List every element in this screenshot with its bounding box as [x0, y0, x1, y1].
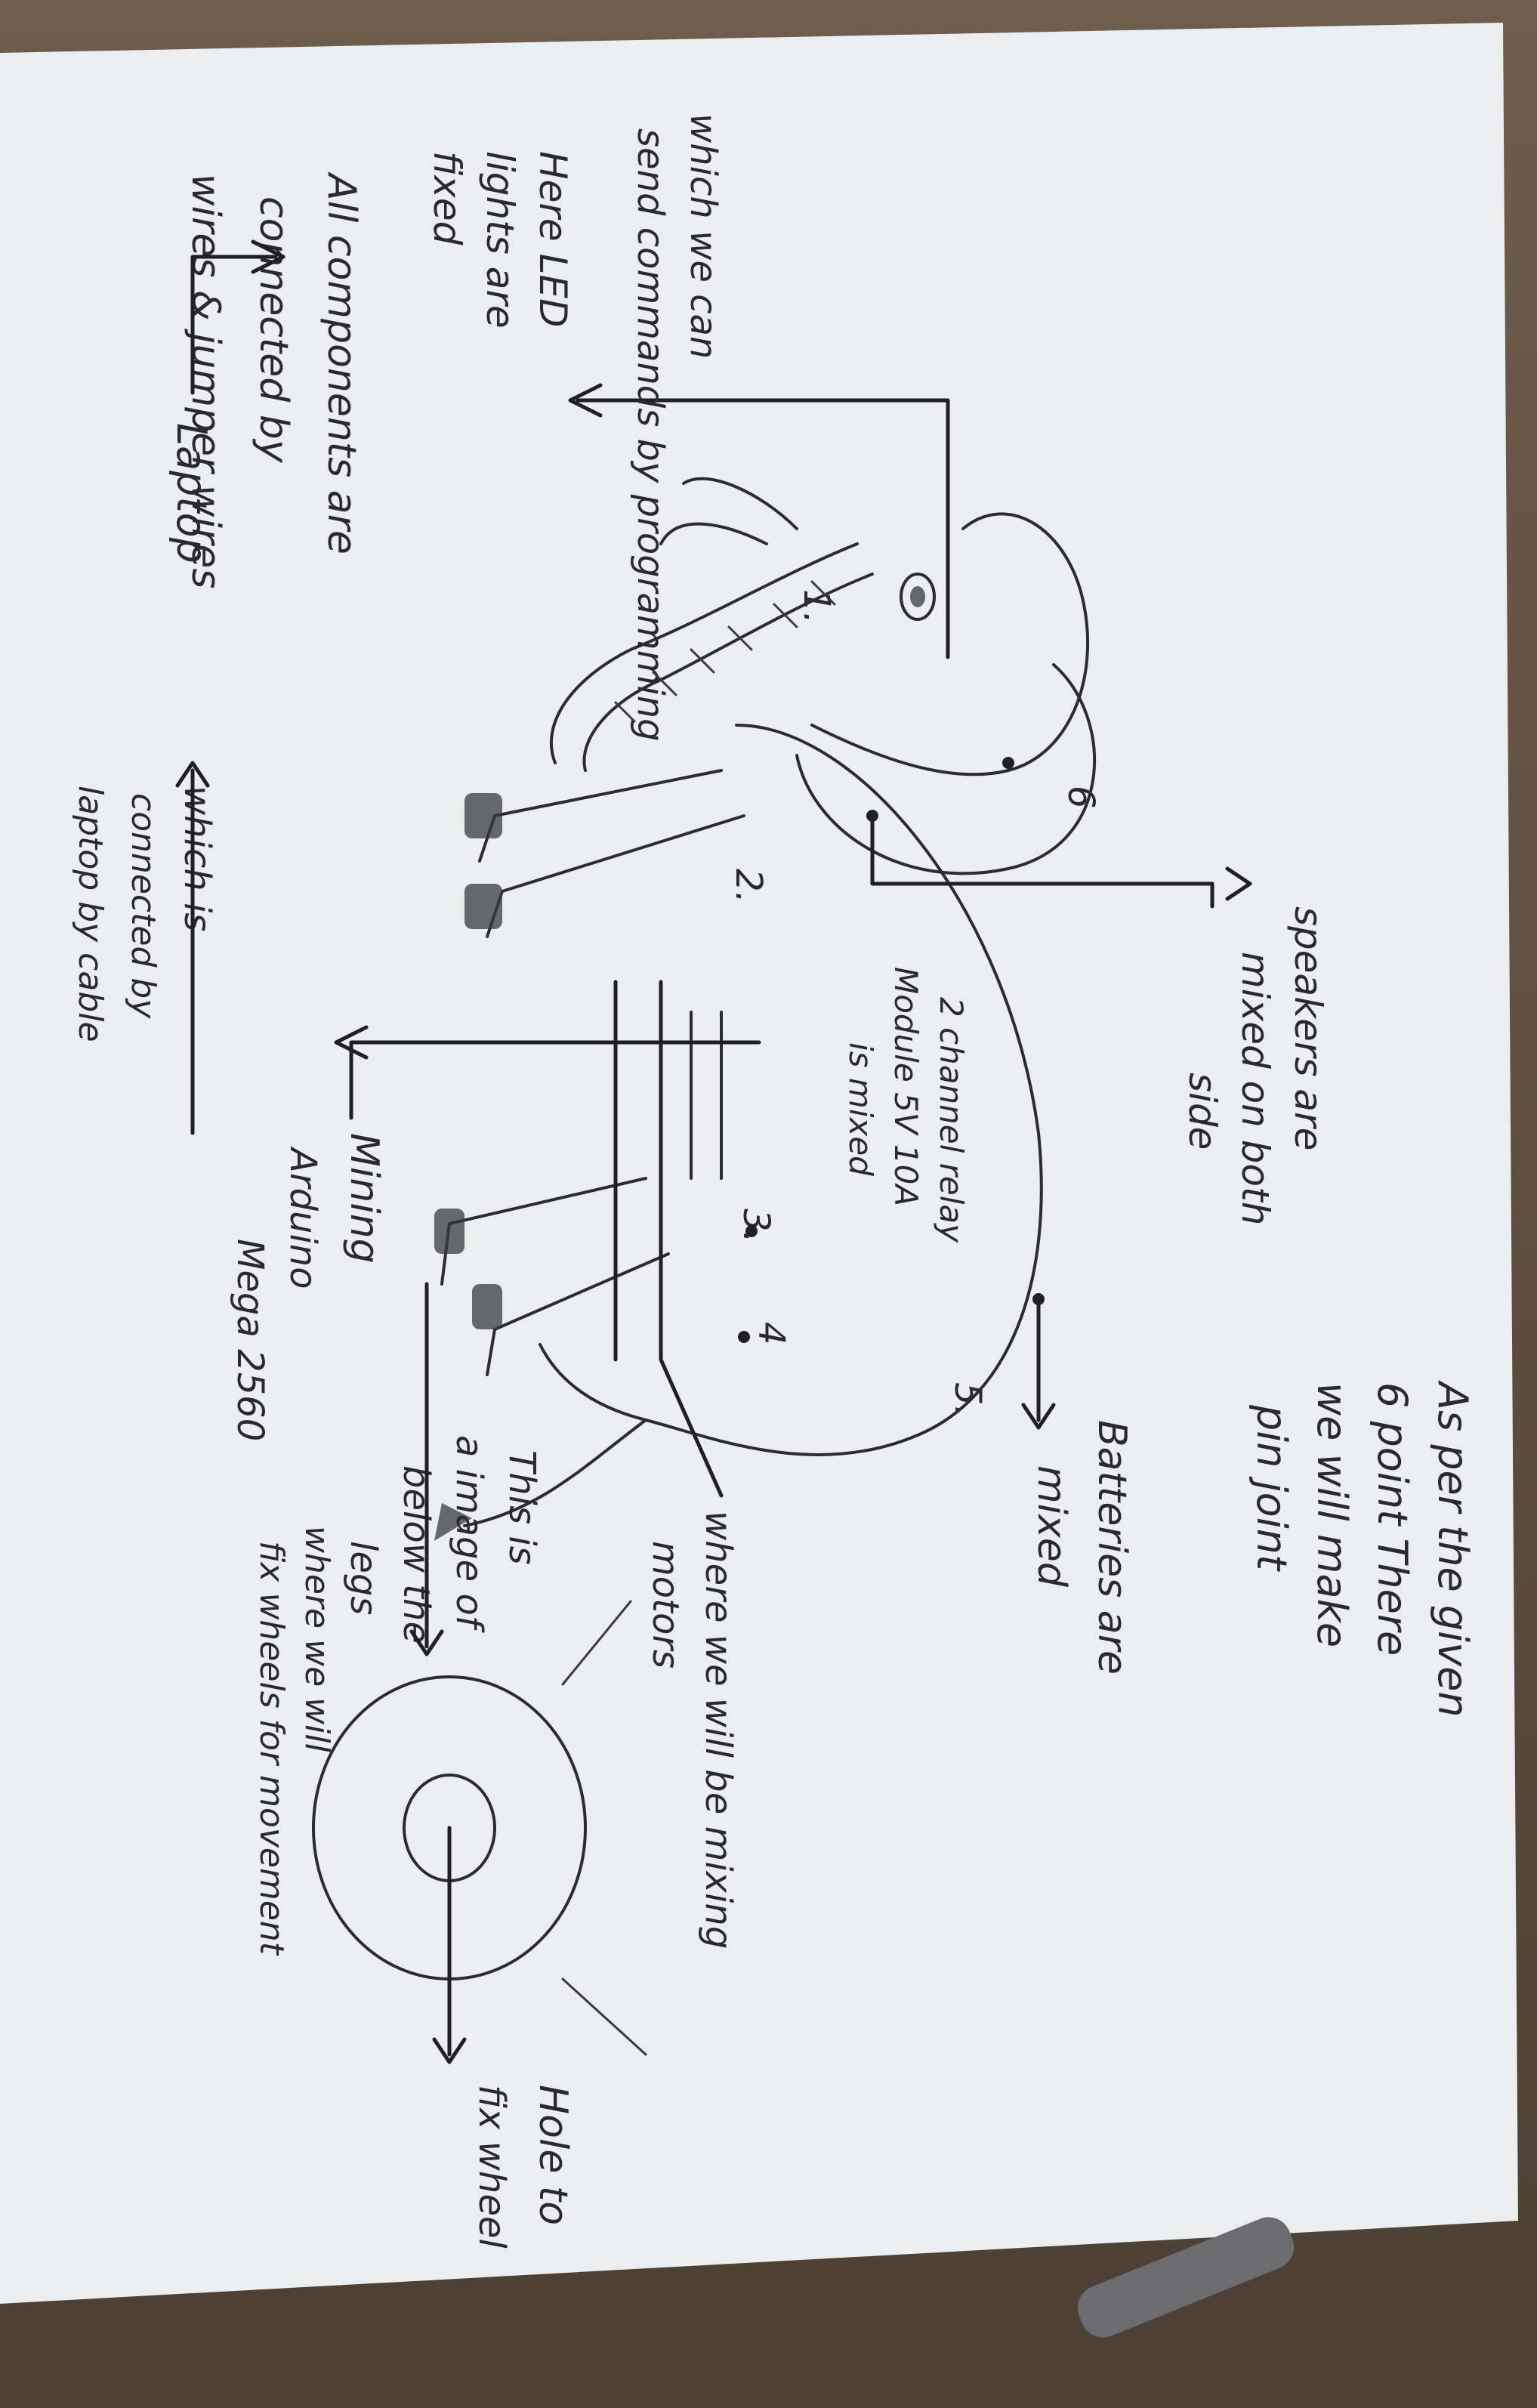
- wheels-note-line-6: fix wheels for movement: [252, 1541, 291, 1956]
- led-note: Here LED lights are fixed: [425, 151, 575, 329]
- elephant-head: [810, 512, 1090, 776]
- back-foot-1: [434, 1209, 464, 1254]
- batteries-arrow-head: [1021, 1403, 1056, 1430]
- motors-arrow: [659, 980, 724, 1498]
- arduino-connection-note-line-3: laptop by cable: [71, 786, 110, 1042]
- relay-note: 2 channel relay Module 5V 10A is mixed: [842, 967, 970, 1243]
- hole-note-line-1: Hole to: [530, 2085, 576, 2225]
- arduino-connection-note-line-2: connected by: [124, 793, 162, 1019]
- motors-note: where we will be mixing motors: [644, 1511, 739, 1949]
- intro-note: As per the given 6 point There we will m…: [1248, 1380, 1477, 1718]
- wheels-arrow-head: [409, 1629, 444, 1656]
- paper-background: [0, 23, 1518, 2304]
- motors-note-line-2: motors: [644, 1541, 687, 1669]
- point-5: 5.: [946, 1382, 989, 1417]
- elephant-ear: [795, 663, 1097, 875]
- components-note-line-1: All components are: [319, 171, 364, 554]
- wheels-note-line-3: below the: [395, 1465, 437, 1644]
- metal-clip: [1077, 2217, 1295, 2338]
- laptop-arrow: [190, 255, 278, 395]
- speakers-note-line-2: mixed on both: [1233, 952, 1277, 1225]
- elephant-trunk: [550, 542, 859, 764]
- led-arrow: [576, 398, 950, 659]
- point-4-dot: [738, 1331, 750, 1343]
- intro-note-line-2: 6 point There: [1369, 1382, 1416, 1656]
- arduino-connection-note-line-1: which is: [176, 786, 218, 931]
- speakers-note-line-1: speakers are: [1286, 906, 1330, 1150]
- relay-note-line-3: is mixed: [842, 1042, 879, 1176]
- laptop-note-line-2: send commands by programming: [629, 128, 671, 742]
- batteries-note: Batteries are mixed: [1029, 1420, 1134, 1675]
- back-foot-2: [472, 1284, 502, 1329]
- arduino-to-laptop-arrow-head: [175, 761, 210, 788]
- wheels-note-line-1: This is: [501, 1450, 543, 1565]
- point-3-dot: [745, 1225, 758, 1237]
- components-note-line-3: wires & jumper wires: [183, 174, 228, 588]
- point-6-dot: [1002, 757, 1014, 769]
- components-note-line-2: connected by: [251, 196, 296, 464]
- speakers-note-line-3: side: [1181, 1073, 1224, 1150]
- front-foot-1: [464, 793, 502, 838]
- hole-note: Hole to fix wheel: [471, 2085, 576, 2249]
- components-note: All components are connected by wires & …: [183, 171, 364, 588]
- hole-arrow-head: [432, 2037, 467, 2064]
- speakers-arrow: [870, 813, 1214, 909]
- wheels-note: This is a image of below the legs where …: [252, 1435, 543, 1956]
- elephant-tail-tip: [434, 1503, 472, 1541]
- intro-note-line-1: As per the given: [1429, 1380, 1477, 1718]
- laptop-arrow-head: [251, 239, 285, 274]
- relay-note-line-1: 2 channel relay: [933, 997, 970, 1243]
- wheels-note-line-4: legs: [342, 1541, 384, 1615]
- led-note-line-3: fixed: [425, 151, 469, 245]
- arduino-note-line-2: Mega 2560: [229, 1239, 271, 1441]
- trunk-wrinkles: [614, 580, 836, 723]
- elephant-tail: [463, 1419, 647, 1527]
- elephant-pupil: [910, 586, 925, 607]
- arduino-note-line-1: Arduino: [282, 1146, 324, 1289]
- relay-note-line-2: Module 5V 10A: [887, 967, 924, 1206]
- point-6: 6: [1060, 786, 1102, 809]
- led-note-line-2: lights are: [478, 151, 522, 329]
- elephant-trunk-inner: [582, 573, 874, 772]
- batteries-note-line-2: mixed: [1029, 1465, 1074, 1588]
- mining-arrow: [349, 1040, 761, 1120]
- batteries-note-line-1: Batteries are: [1089, 1420, 1134, 1675]
- motors-note-line-1: where we will be mixing: [697, 1511, 739, 1949]
- intro-note-line-3: we will make: [1308, 1382, 1356, 1647]
- hole-note-line-2: fix wheel: [471, 2085, 513, 2249]
- wheel-frame: [561, 1600, 647, 2056]
- point-2: 2.: [727, 869, 770, 903]
- elephant-tusk-2: [659, 522, 768, 545]
- elephant-drawing: [434, 477, 1097, 1541]
- point-4: 4: [750, 1322, 792, 1345]
- point-1: 1.: [795, 589, 838, 624]
- arduino-note: Arduino Mega 2560: [229, 1146, 324, 1441]
- led-arrow-head: [568, 383, 603, 418]
- laptop-note-line-1: which we can: [682, 113, 724, 359]
- elephant-eye: [900, 573, 936, 621]
- arduino-connection-note: which is connected by laptop by cable: [71, 786, 218, 1042]
- front-foot-2: [464, 884, 502, 929]
- speakers-note: speakers are mixed on both side: [1181, 906, 1330, 1225]
- mining-arrow-head: [334, 1025, 369, 1060]
- led-note-line-1: Here LED: [531, 151, 575, 328]
- speakers-arrow-head: [1225, 866, 1252, 901]
- laptop-label: Laptop: [168, 423, 215, 563]
- mining-label: Mining: [341, 1133, 387, 1264]
- intro-note-line-4: pin joint: [1248, 1404, 1295, 1572]
- laptop-note: which we can send commands by programmin…: [629, 113, 724, 742]
- wheels-note-line-5: where we will: [298, 1526, 336, 1753]
- elephant-tusk: [682, 477, 798, 530]
- point-3: 3.: [735, 1209, 777, 1243]
- wheels-note-line-2: a image of: [448, 1435, 490, 1633]
